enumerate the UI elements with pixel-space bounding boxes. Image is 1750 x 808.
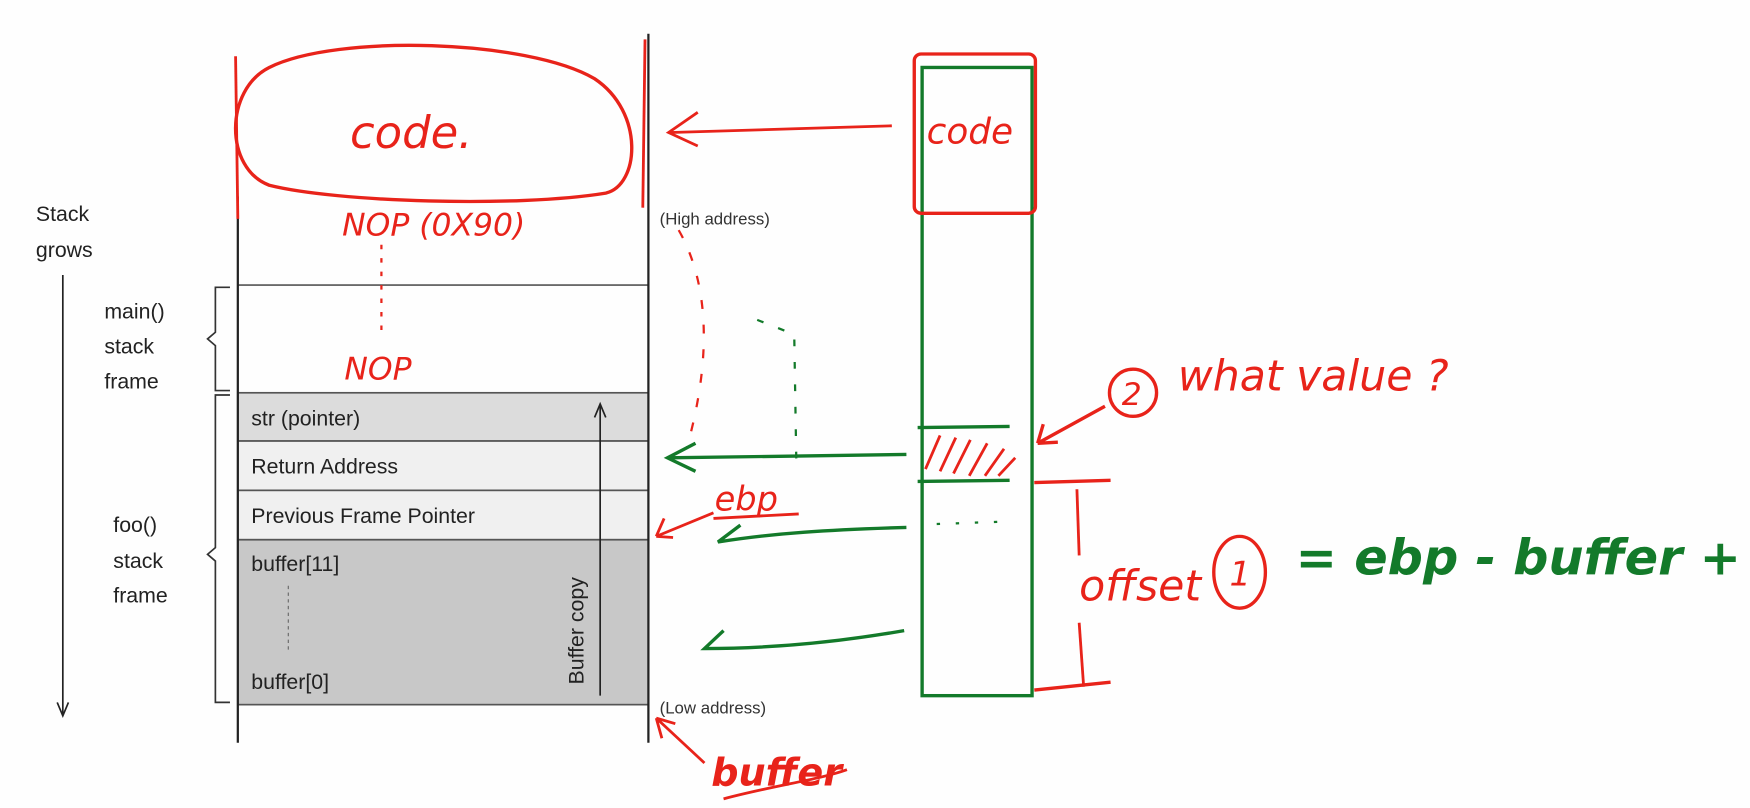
- ebp-arrow: [654, 511, 714, 539]
- green-arrow-return: [667, 452, 907, 460]
- question-number: 2: [1122, 377, 1142, 413]
- offset-bottom-tick: [1034, 680, 1111, 692]
- offset-dim-bottom: [1077, 622, 1086, 687]
- offset-number-circle: [1212, 534, 1268, 610]
- memory-column: [920, 65, 1034, 698]
- question-label: what value ?: [1178, 352, 1449, 402]
- cell-buffer: [236, 538, 650, 706]
- buffer-arrow: [654, 716, 706, 765]
- cell-label-buffer-bottom: buffer[0]: [251, 670, 329, 694]
- offset-number: 1: [1229, 555, 1250, 594]
- ebp-underline: [713, 512, 799, 520]
- cell-prev-frame-pointer: [236, 489, 650, 541]
- foo-frame-label-1: foo(): [113, 513, 157, 537]
- ebp-marker: [936, 520, 999, 526]
- green-arrowhead-return: [663, 441, 697, 473]
- buffer-underline: [723, 768, 848, 801]
- main-frame-label-1: main(): [104, 300, 164, 324]
- cell-str: [236, 391, 650, 442]
- offset-formula: = ebp - buffer + 4: [1296, 529, 1750, 587]
- stack-grows-label-1: Stack: [36, 202, 90, 226]
- cell-label-prev-frame-pointer: Previous Frame Pointer: [251, 504, 475, 528]
- green-arrow-buffer: [700, 628, 905, 651]
- cell-label-buffer-top: buffer[11]: [251, 552, 339, 576]
- ebp-label: ebp: [715, 480, 778, 519]
- code-arrowhead: [665, 111, 699, 148]
- stack-grows-label-2: grows: [36, 238, 93, 262]
- offset-label: offset: [1079, 561, 1203, 611]
- buffer-label: buffer: [711, 750, 844, 794]
- red-dashed-curve: [677, 229, 705, 450]
- ret-slot-bottom: [917, 478, 1010, 484]
- main-frame-brace: [206, 286, 230, 392]
- nop-bottom-label: NOP: [344, 351, 411, 387]
- question-number-circle: [1107, 367, 1159, 419]
- buffer-copy-label: Buffer copy: [564, 577, 588, 685]
- cell-label-str: str (pointer): [251, 406, 360, 430]
- question-arrow: [1036, 404, 1106, 445]
- red-right-wall: [641, 39, 647, 208]
- cell-return-address: [236, 440, 650, 492]
- ret-slot-hatch: [924, 434, 1017, 477]
- green-dashed-curve: [756, 318, 798, 472]
- foo-frame-brace: [206, 394, 230, 704]
- foo-frame-label-3: frame: [113, 584, 167, 608]
- main-frame-label-2: stack: [104, 335, 154, 359]
- code-arrow: [670, 124, 892, 134]
- stack-grows-arrowhead: [56, 702, 70, 719]
- low-address-label: (Low address): [660, 699, 767, 718]
- code-box-label: code: [927, 112, 1014, 153]
- buffer-copy-arrowhead: [593, 401, 607, 418]
- high-address-label: (High address): [660, 210, 770, 229]
- code-box: [912, 52, 1038, 215]
- code-main-label: code.: [350, 106, 472, 159]
- nop-top-label: NOP (0X90): [342, 208, 525, 244]
- ret-slot-top: [917, 424, 1010, 430]
- cell-label-return-address: Return Address: [251, 455, 398, 479]
- foo-frame-label-2: stack: [113, 549, 163, 573]
- code-blob: [233, 43, 634, 204]
- offset-dim-top: [1075, 489, 1081, 556]
- main-frame-label-3: frame: [104, 369, 158, 393]
- green-arrow-ebp: [716, 523, 907, 544]
- offset-top-tick: [1034, 478, 1111, 485]
